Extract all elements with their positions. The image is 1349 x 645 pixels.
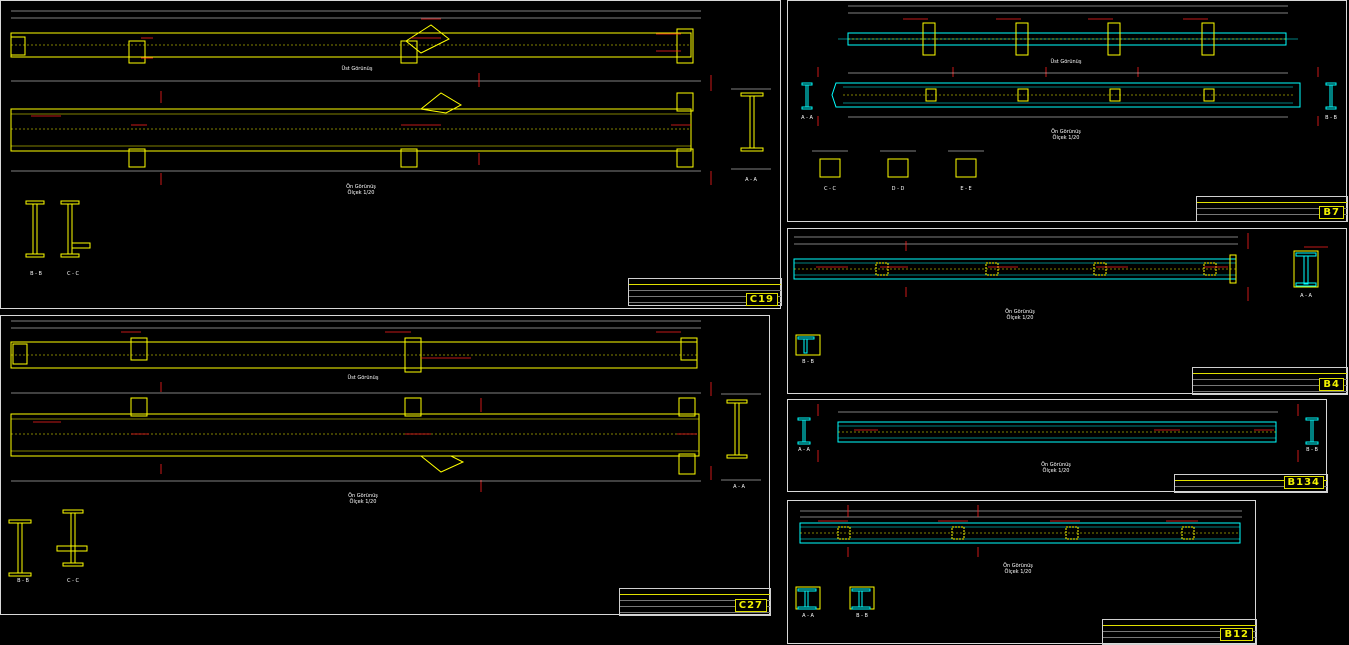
b12-sheet-tag: B12	[1220, 628, 1253, 641]
b134-section-aa-label: A - A	[798, 447, 810, 453]
b7-section-dd-label: D - D	[892, 186, 905, 192]
b12-section-aa-label: A - A	[802, 613, 814, 619]
sheet-b4[interactable]: Ön Görünüş Ölçek 1/20 A - A B - B B4	[787, 228, 1347, 394]
c19-section-aa-label: A - A	[745, 177, 757, 183]
b7-drawing	[788, 1, 1348, 223]
sheet-b12[interactable]: Ön Görünüş Ölçek 1/20 A - A B - B B12	[787, 500, 1256, 644]
b7-front-view-title: Ön Görünüş Ölçek 1/20	[1051, 129, 1081, 141]
c19-top-view-title: Üst Görünüş	[342, 66, 373, 72]
c19-section-bb-label: B - B	[30, 271, 42, 277]
b134-front-view-title: Ön Görünüş Ölçek 1/20	[1041, 462, 1071, 474]
c27-drawing	[1, 316, 771, 616]
b4-section-bb-label: B - B	[802, 359, 814, 365]
c19-drawing	[1, 1, 782, 310]
b7-section-ee-label: E - E	[960, 186, 971, 192]
b4-front-view-title: Ön Görünüş Ölçek 1/20	[1005, 309, 1035, 321]
b7-sheet-tag: B7	[1319, 206, 1344, 219]
b134-scale-label: Ölçek 1/20	[1041, 468, 1071, 474]
b4-section-aa-label: A - A	[1300, 293, 1312, 299]
b12-front-view-title: Ön Görünüş Ölçek 1/20	[1003, 563, 1033, 575]
c19-section-cc-label: C - C	[67, 271, 79, 277]
b134-sheet-tag: B134	[1284, 476, 1325, 489]
c27-section-cc-label: C - C	[67, 578, 79, 584]
c27-front-view-title: Ön Görünüş Ölçek 1/20	[348, 493, 378, 505]
c19-sheet-tag: C19	[746, 293, 778, 306]
b7-section-cc-label: C - C	[824, 186, 836, 192]
b4-sheet-tag: B4	[1319, 378, 1344, 391]
c27-sheet-tag: C27	[735, 599, 767, 612]
b7-top-view-title: Üst Görünüş	[1051, 59, 1082, 65]
sheet-b7[interactable]: Üst Görünüş Ön Görünüş Ölçek 1/20 A - A …	[787, 0, 1347, 222]
b7-scale-label: Ölçek 1/20	[1051, 135, 1081, 141]
c19-front-view-title: Ön Görünüş Ölçek 1/20	[346, 184, 376, 196]
b12-scale-label: Ölçek 1/20	[1003, 569, 1033, 575]
c27-top-view-title: Üst Görünüş	[348, 375, 379, 381]
b4-scale-label: Ölçek 1/20	[1005, 315, 1035, 321]
c27-scale-label: Ölçek 1/20	[348, 499, 378, 505]
sheet-c27[interactable]: Üst Görünüş Ön Görünüş Ölçek 1/20 A - A …	[0, 315, 770, 615]
b134-section-bb-label: B - B	[1306, 447, 1318, 453]
c27-section-bb-label: B - B	[17, 578, 29, 584]
b7-section-bb-label: B - B	[1325, 115, 1337, 121]
c27-section-aa-label: A - A	[733, 484, 745, 490]
c19-scale-label: Ölçek 1/20	[346, 190, 376, 196]
sheet-b134[interactable]: Ön Görünüş Ölçek 1/20 A - A B - B B134	[787, 399, 1327, 492]
b7-section-aa-label: A - A	[801, 115, 813, 121]
b12-section-bb-label: B - B	[856, 613, 868, 619]
sheet-c19[interactable]: Üst Görünüş Ön Görünüş Ölçek 1/20 A - A …	[0, 0, 781, 309]
